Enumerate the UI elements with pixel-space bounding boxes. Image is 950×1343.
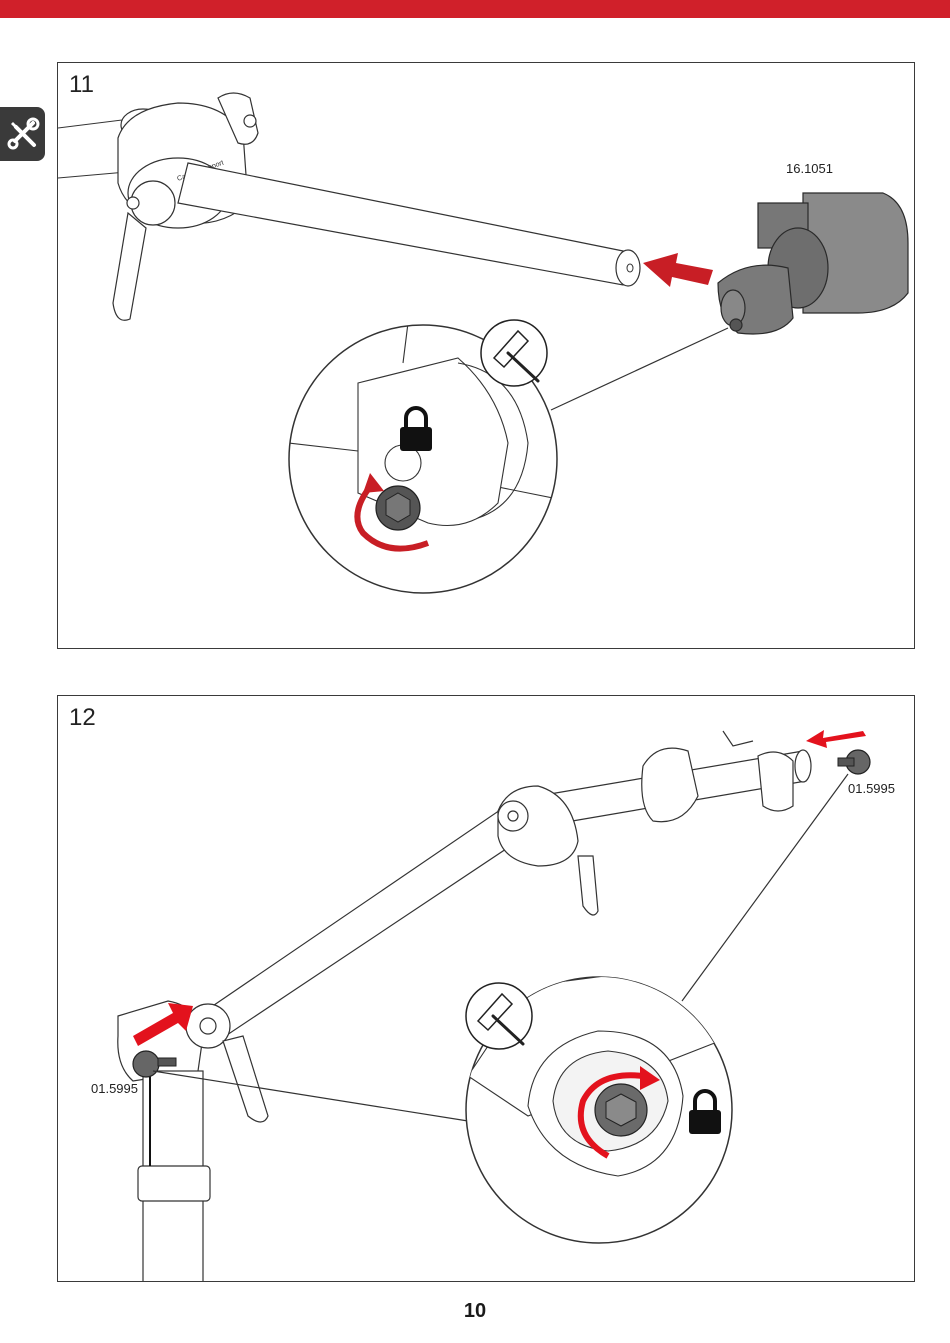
- upper-clamp: [498, 731, 793, 915]
- push-arrow-icon: [806, 730, 866, 748]
- step-11-illustration: Cambo Support: [58, 63, 915, 649]
- step-11-panel: 11 16.1051 Cambo Support: [57, 62, 915, 649]
- hex-key-icon: [466, 983, 532, 1049]
- step-12-panel: 12 01.5995 01.5995: [57, 695, 915, 1282]
- top-accent-bar: [0, 0, 950, 18]
- adapter-part-16-1051: [718, 193, 908, 334]
- hex-socket: [595, 1084, 647, 1136]
- rod: [178, 163, 640, 286]
- hex-key-icon: [481, 320, 547, 386]
- tools-tab[interactable]: [0, 107, 45, 161]
- page-number: 10: [0, 1300, 950, 1323]
- step-12-illustration: [58, 696, 915, 1282]
- tools-icon: [6, 117, 40, 151]
- knob-part-right: [838, 750, 870, 774]
- hex-screw: [376, 486, 420, 530]
- push-arrow-icon: [643, 253, 713, 287]
